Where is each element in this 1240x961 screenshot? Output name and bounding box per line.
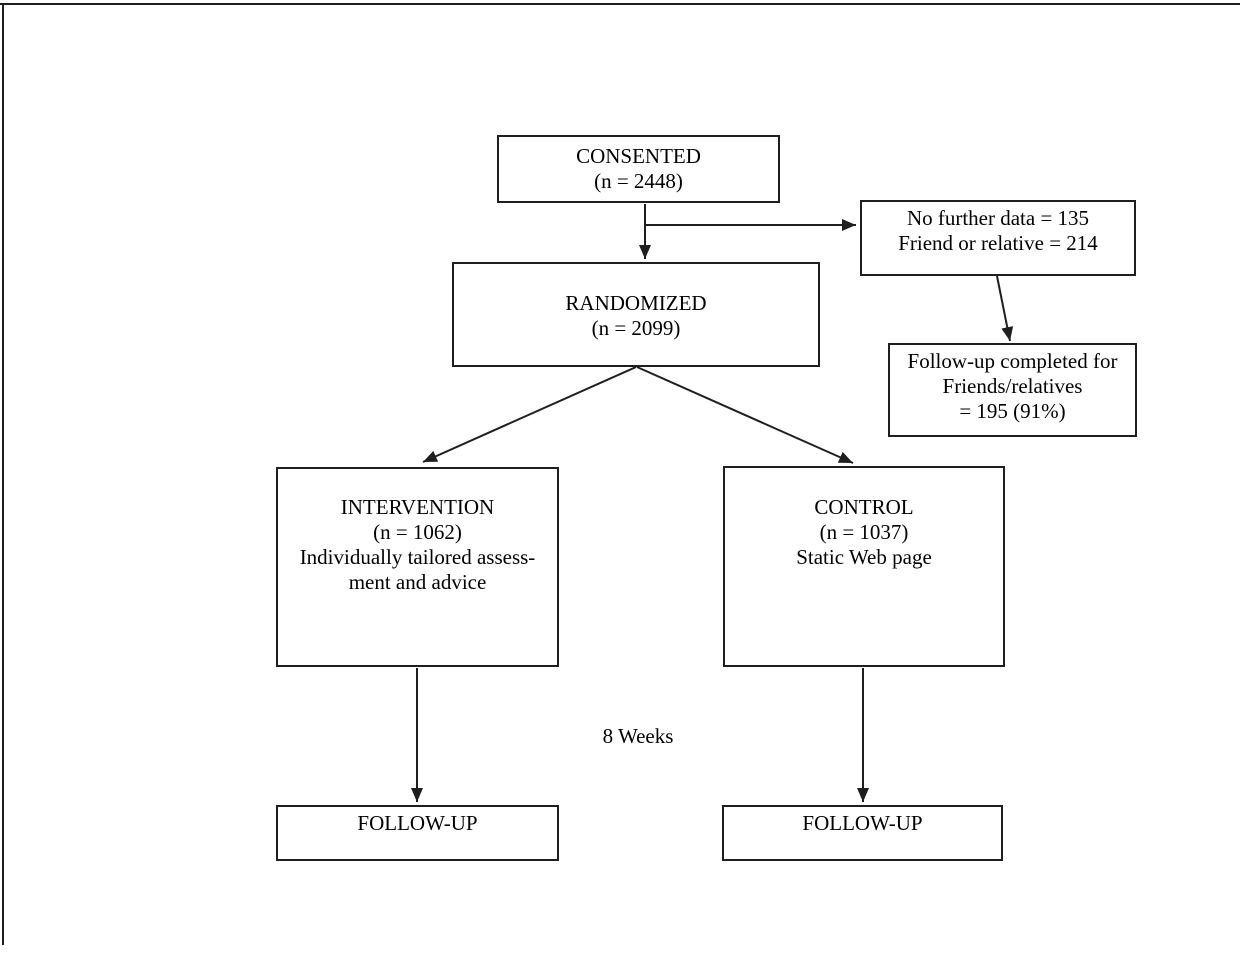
friends-followup-line-1: Follow-up completed for bbox=[907, 349, 1118, 373]
followup-control-box: FOLLOW-UP bbox=[722, 805, 1003, 861]
arrow-randomized-to-control bbox=[636, 366, 854, 464]
exclusions-box: No further data = 135 Friend or relative… bbox=[860, 200, 1136, 276]
randomized-title: RANDOMIZED bbox=[565, 291, 707, 315]
arrow-exclusions-to-friends-followup bbox=[996, 275, 1014, 342]
friends-followup-line-3: = 195 (91%) bbox=[959, 399, 1066, 423]
consented-box: CONSENTED (n = 2448) bbox=[497, 135, 780, 203]
intervention-desc-2: ment and advice bbox=[348, 570, 487, 594]
interval-label: 8 Weeks bbox=[602, 724, 674, 748]
exclusions-line-1: No further data = 135 bbox=[906, 206, 1090, 230]
followup-control-title: FOLLOW-UP bbox=[802, 811, 923, 835]
friends-followup-box: Follow-up completed for Friends/relative… bbox=[888, 343, 1137, 437]
exclusions-line-2: Friend or relative = 214 bbox=[898, 231, 1098, 255]
intervention-title: INTERVENTION bbox=[340, 495, 495, 519]
randomized-count: (n = 2099) bbox=[591, 316, 681, 340]
intervention-box: INTERVENTION (n = 1062) Individually tai… bbox=[276, 467, 559, 667]
friends-followup-line-2: Friends/relatives bbox=[942, 374, 1083, 398]
randomized-box: RANDOMIZED (n = 2099) bbox=[452, 262, 820, 367]
intervention-count: (n = 1062) bbox=[373, 520, 462, 544]
arrow-randomized-to-intervention bbox=[422, 366, 637, 463]
control-count: (n = 1037) bbox=[819, 520, 909, 544]
followup-intervention-box: FOLLOW-UP bbox=[276, 805, 559, 861]
control-title: CONTROL bbox=[814, 495, 914, 519]
followup-intervention-title: FOLLOW-UP bbox=[357, 811, 478, 835]
intervention-desc-1: Individually tailored assess- bbox=[299, 545, 536, 569]
control-box: CONTROL (n = 1037) Static Web page bbox=[723, 466, 1005, 667]
control-desc: Static Web page bbox=[796, 545, 932, 569]
consented-title: CONSENTED bbox=[576, 144, 701, 168]
consented-count: (n = 2448) bbox=[594, 169, 683, 193]
